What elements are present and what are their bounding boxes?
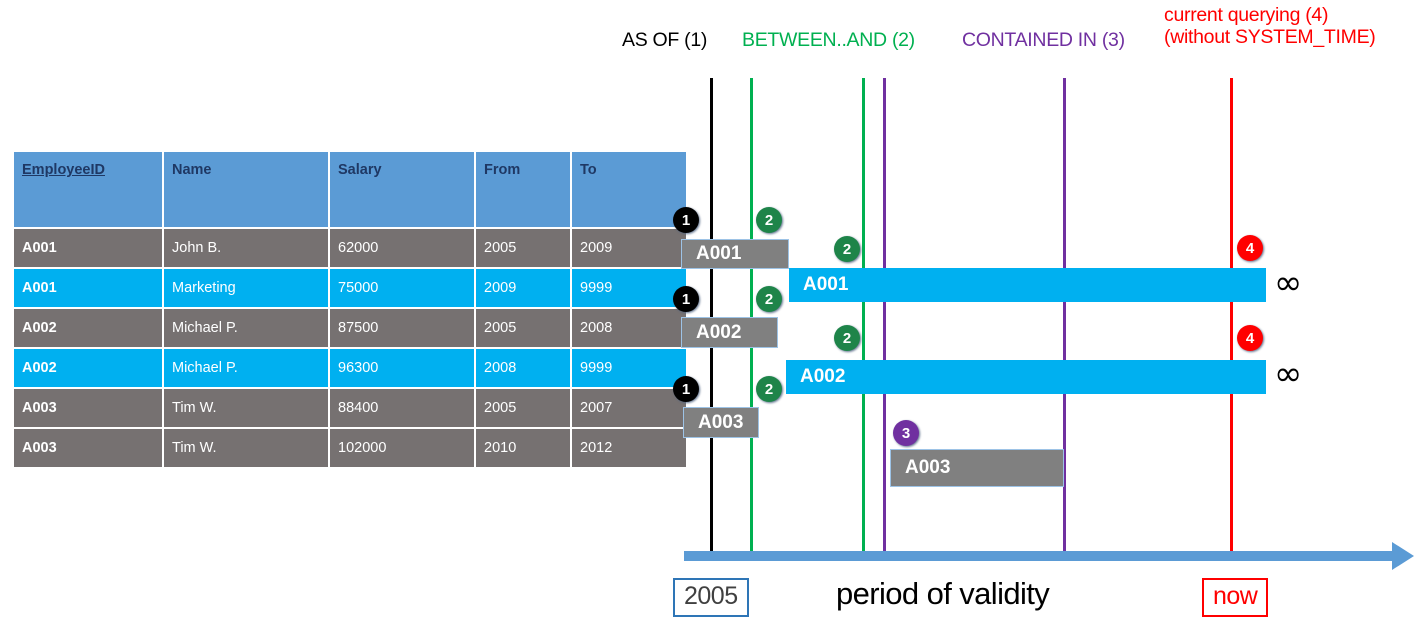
axis-label-start: 2005 xyxy=(673,578,749,617)
vertical-line-between-end xyxy=(862,78,865,558)
vertical-line-contained-end xyxy=(1063,78,1066,558)
infinity-symbol-a001: ∞ xyxy=(1274,263,1303,303)
cell-to: 9999 xyxy=(572,349,686,387)
cell-name: John B. xyxy=(164,229,328,267)
cell-from: 2005 xyxy=(476,309,570,347)
cell-employeeid: A001 xyxy=(14,229,162,267)
vertical-line-contained-start xyxy=(883,78,886,558)
cell-from: 2005 xyxy=(476,389,570,427)
cell-from: 2008 xyxy=(476,349,570,387)
timeline-bar-a003-history: A003 xyxy=(683,407,759,438)
cell-to: 2007 xyxy=(572,389,686,427)
cell-employeeid: A003 xyxy=(14,389,162,427)
axis-label-now: now xyxy=(1202,578,1269,617)
column-header-employeeid: EmployeeID xyxy=(14,152,162,227)
marker-between-a001-current: 2 xyxy=(834,236,860,262)
cell-name: Michael P. xyxy=(164,309,328,347)
timeline-bar-a001-history: A001 xyxy=(681,239,789,269)
legend-contained-in: CONTAINED IN (3) xyxy=(962,29,1125,51)
cell-employeeid: A002 xyxy=(14,349,162,387)
cell-name: Tim W. xyxy=(164,429,328,467)
legend-current-line-1: current querying (4) xyxy=(1164,4,1329,26)
table-row: A002 Michael P. 87500 2005 2008 xyxy=(14,309,686,347)
table-row: A001 Marketing 75000 2009 9999 xyxy=(14,269,686,307)
marker-current-a001: 4 xyxy=(1237,235,1263,261)
marker-current-a002: 4 xyxy=(1237,325,1263,351)
cell-salary: 75000 xyxy=(330,269,474,307)
cell-name: Marketing xyxy=(164,269,328,307)
table-header-row: EmployeeID Name Salary From To xyxy=(14,152,686,227)
cell-employeeid: A002 xyxy=(14,309,162,347)
table-row: A003 Tim W. 102000 2010 2012 xyxy=(14,429,686,467)
marker-between-a003-history: 2 xyxy=(756,376,782,402)
axis-title: period of validity xyxy=(836,576,1050,611)
cell-salary: 62000 xyxy=(330,229,474,267)
cell-name: Michael P. xyxy=(164,349,328,387)
legend-between-and: BETWEEN..AND (2) xyxy=(742,29,915,51)
marker-between-a001-history: 2 xyxy=(756,207,782,233)
table-row: A003 Tim W. 88400 2005 2007 xyxy=(14,389,686,427)
timeline-bar-a002-history: A002 xyxy=(681,317,778,348)
legend-current-line-2: (without SYSTEM_TIME) xyxy=(1164,25,1376,48)
employee-history-table: EmployeeID Name Salary From To A001 John… xyxy=(12,150,688,469)
cell-salary: 87500 xyxy=(330,309,474,347)
cell-to: 2009 xyxy=(572,229,686,267)
cell-salary: 96300 xyxy=(330,349,474,387)
column-header-from: From xyxy=(476,152,570,227)
cell-employeeid: A003 xyxy=(14,429,162,467)
column-header-to: To xyxy=(572,152,686,227)
timeline-bar-a002-current: A002 xyxy=(786,360,1266,394)
table-row: A002 Michael P. 96300 2008 9999 xyxy=(14,349,686,387)
vertical-line-between-start xyxy=(750,78,753,558)
timeline-bar-a001-current: A001 xyxy=(789,268,1266,302)
legend-as-of: AS OF (1) xyxy=(622,29,708,51)
legend-current-querying: current querying (4) (without SYSTEM_TIM… xyxy=(1164,4,1376,49)
vertical-line-as-of xyxy=(710,78,713,558)
cell-salary: 88400 xyxy=(330,389,474,427)
timeline-axis xyxy=(684,551,1396,561)
infinity-symbol-a002: ∞ xyxy=(1274,354,1303,394)
timeline-bar-a003-later: A003 xyxy=(890,449,1064,487)
table-row: A001 John B. 62000 2005 2009 xyxy=(14,229,686,267)
marker-contained-in-a003: 3 xyxy=(893,420,919,446)
timeline-arrow-icon xyxy=(1392,542,1414,570)
column-header-salary: Salary xyxy=(330,152,474,227)
cell-to: 9999 xyxy=(572,269,686,307)
column-header-name: Name xyxy=(164,152,328,227)
cell-from: 2005 xyxy=(476,229,570,267)
cell-to: 2008 xyxy=(572,309,686,347)
vertical-line-now xyxy=(1230,78,1233,558)
cell-employeeid: A001 xyxy=(14,269,162,307)
cell-salary: 102000 xyxy=(330,429,474,467)
cell-to: 2012 xyxy=(572,429,686,467)
cell-from: 2009 xyxy=(476,269,570,307)
marker-between-a002-current: 2 xyxy=(834,325,860,351)
cell-name: Tim W. xyxy=(164,389,328,427)
column-header-employeeid-label: EmployeeID xyxy=(22,162,105,178)
cell-from: 2010 xyxy=(476,429,570,467)
marker-between-a002-history: 2 xyxy=(756,286,782,312)
